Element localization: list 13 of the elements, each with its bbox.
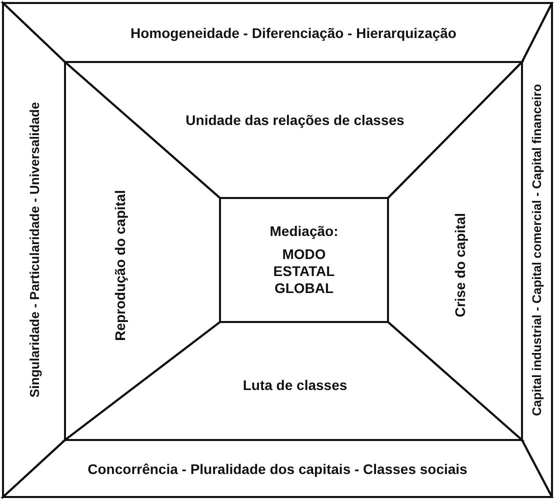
outer-band [3, 440, 552, 497]
band-label: Singularidade - Particularidade - Universalidade [26, 102, 42, 398]
band-label: Capital industrial - Capital comercial - Capital financeiro [530, 84, 544, 416]
band-label: Homogeneidade - Diferenciação - Hierarquização [130, 24, 456, 40]
box-text: MODO ESTATAL GLOBAL [272, 246, 336, 297]
band-label: Luta de classes [242, 377, 348, 393]
band-label: Reprodução do capital [112, 190, 128, 340]
band-label: Unidade das relações de classes [186, 112, 404, 128]
box-heading: Mediação: [268, 223, 340, 240]
band-label: Crise do capital [452, 212, 468, 318]
band-label: Concorrência - Pluralidade dos capitais - Classes sociais [88, 460, 468, 476]
outer-band [3, 3, 65, 497]
outer-band [522, 3, 552, 497]
